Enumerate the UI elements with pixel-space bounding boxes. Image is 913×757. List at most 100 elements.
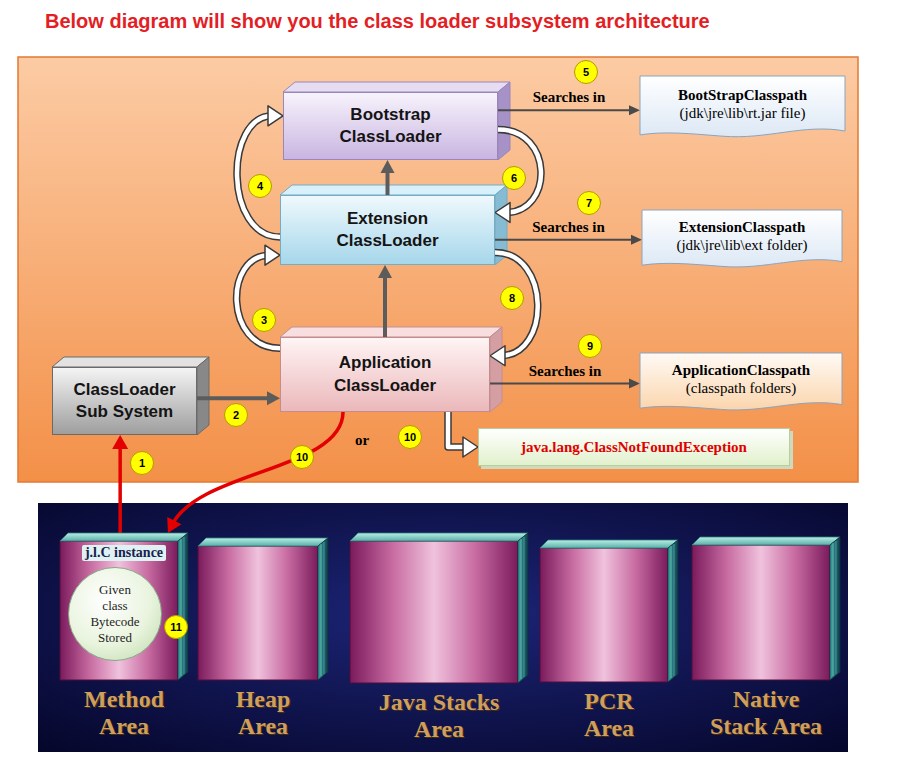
block-top: [540, 540, 678, 548]
arrow-head: [463, 437, 478, 457]
classpath-name: ApplicationClasspath: [672, 361, 810, 379]
block-stripe: [324, 542, 325, 674]
label-anchor: 4: [260, 186, 284, 210]
block-stripe: [181, 539, 182, 676]
callout-number: 1: [130, 451, 154, 475]
arrow-head: [381, 160, 395, 173]
classpath-name: BootStrapClasspath: [678, 86, 807, 104]
arrow-connector: [495, 129, 541, 222]
arrow-outline: [498, 129, 541, 212]
memory-area-block: Native Stack Area: [692, 537, 840, 680]
block-front: [540, 548, 668, 682]
classpath-document: ExtensionClasspath(jdk\jre\lib\ext folde…: [642, 210, 842, 270]
document-outline: [640, 76, 845, 137]
label-anchor: 5: [586, 72, 610, 96]
edge-label-anchor: Searches in: [569, 106, 642, 123]
label-anchor: 1: [142, 463, 166, 487]
box-top-face: [283, 82, 510, 92]
callout-number: 6: [502, 166, 526, 190]
arrow-head: [378, 265, 392, 278]
arrow-line: [498, 129, 541, 212]
classpath-location: (jdk\jre\lib\ext folder): [676, 236, 807, 254]
callout-number: 2: [224, 403, 248, 427]
callout-number: 3: [252, 308, 276, 332]
block-side: [830, 537, 840, 680]
memory-area-name: Java Stacks Area: [354, 689, 524, 743]
block-stripe: [674, 544, 675, 676]
edge-label: Searches in: [532, 219, 605, 236]
instance-label: j.l.C instance: [82, 545, 166, 561]
memory-area-name: Native Stack Area: [704, 686, 829, 740]
label-anchor: 7: [589, 203, 613, 227]
arrow-line: [498, 109, 632, 111]
callout-number: 4: [248, 174, 272, 198]
arrow-line: [383, 274, 387, 337]
classpath-location: (classpath folders): [686, 379, 796, 397]
callout-number: 8: [500, 286, 524, 310]
box-top-face: [52, 357, 209, 367]
memory-block-shape: [198, 538, 328, 680]
block-front: [198, 546, 318, 680]
arrow-outline: [237, 116, 280, 237]
block-stripe: [521, 539, 522, 679]
block-side: [178, 533, 188, 680]
block-side: [518, 533, 528, 683]
arrow-line: [237, 255, 280, 348]
arrow-line: [237, 116, 280, 237]
arrow-line: [118, 445, 122, 533]
callout-number: 7: [577, 191, 601, 215]
exception-name: java.lang.ClassNotFoundException: [521, 439, 747, 456]
callout-number: 10: [290, 445, 314, 469]
memory-area-name: Heap Area: [213, 686, 313, 740]
block-stripe: [671, 546, 672, 678]
memory-block-shape: [540, 540, 678, 682]
callout-number: 5: [574, 60, 598, 84]
label-anchor: 10: [410, 437, 434, 461]
memory-block-shape: [350, 533, 528, 683]
arrow-line: [495, 252, 538, 355]
arrow-connector: [448, 412, 478, 457]
memory-band: [38, 503, 848, 752]
classpath-name: ExtensionClasspath: [679, 218, 806, 236]
block-front: [350, 541, 518, 683]
arrow-connector: [237, 106, 283, 237]
arrow-head: [265, 245, 280, 265]
arrow-connector: [490, 379, 640, 389]
box-side-face: [498, 82, 510, 160]
label-anchor: 9: [590, 346, 614, 370]
memory-area-block: PCR Area: [540, 540, 678, 682]
classloader-box: Bootstrap ClassLoader: [283, 92, 498, 160]
box-title: Bootstrap ClassLoader: [316, 104, 466, 149]
callout-number: 10: [398, 425, 422, 449]
document-outline: [642, 210, 842, 267]
block-stripe: [524, 537, 525, 677]
edge-label-anchor: Searches in: [565, 380, 638, 397]
block-stripe: [184, 537, 185, 674]
arrow-line: [197, 396, 271, 400]
arrow-connector: [237, 245, 280, 348]
callout-number: 9: [578, 334, 602, 358]
arrow-connector: [490, 252, 538, 365]
arrow-connector: [495, 235, 642, 245]
title-anchor: Below diagram will show you the class lo…: [45, 10, 710, 33]
box-title: ClassLoader Sub System: [62, 379, 187, 424]
arrow-connector: [378, 265, 392, 337]
arrow-head: [490, 346, 505, 366]
box-title: Extension ClassLoader: [313, 208, 463, 253]
note-text: or: [355, 432, 369, 449]
arrow-outline: [237, 255, 280, 348]
block-top: [350, 533, 528, 541]
block-stripe: [836, 541, 837, 674]
label-anchor: 3: [264, 320, 288, 344]
arrow-line: [172, 412, 343, 524]
arrow-head: [167, 517, 181, 533]
memory-block-shape: [692, 537, 840, 680]
diagram-title: Below diagram will show you the class lo…: [45, 10, 710, 33]
block-top: [692, 537, 840, 545]
block-stripe: [833, 543, 834, 676]
block-top: [198, 538, 328, 546]
classpath-document: ApplicationClasspath(classpath folders): [640, 353, 842, 413]
arrow-line: [495, 239, 634, 241]
subsystem-box: ClassLoader Sub System: [52, 367, 197, 435]
